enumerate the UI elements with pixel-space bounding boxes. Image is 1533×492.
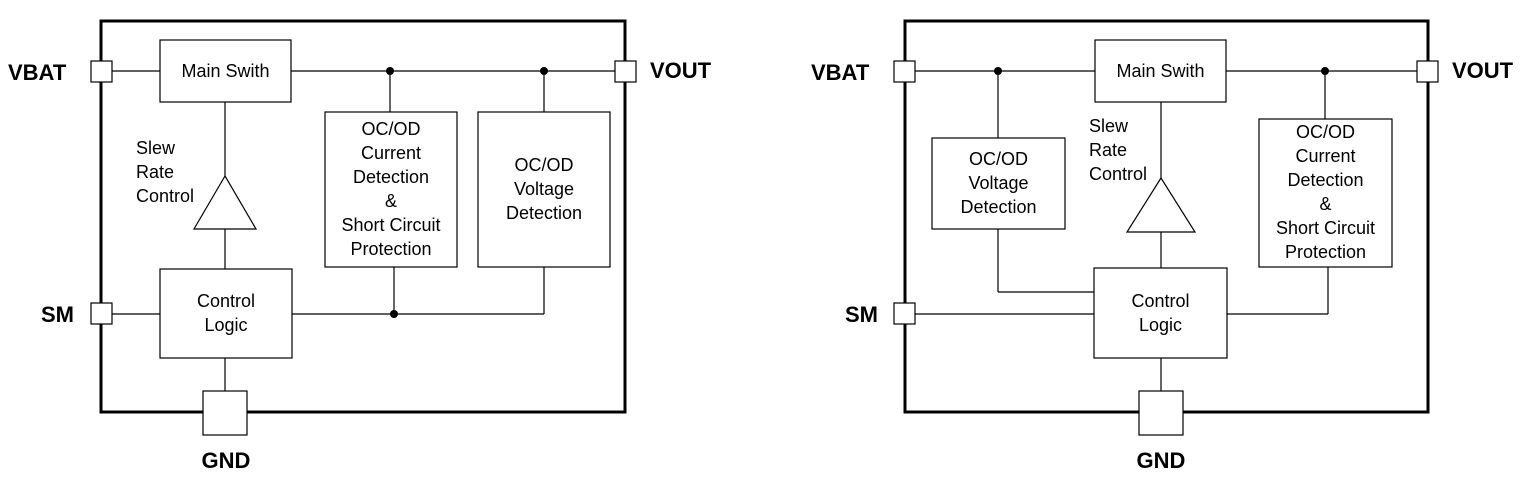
current-detection-label-2: Current bbox=[1295, 146, 1355, 166]
sm-pin bbox=[90, 302, 113, 325]
vbat-label: VBAT bbox=[811, 60, 870, 85]
junction-dot bbox=[390, 310, 398, 318]
wires bbox=[112, 70, 615, 391]
voltage-detection-label-2: Voltage bbox=[968, 173, 1028, 193]
voltage-detection-label-1: OC/OD bbox=[514, 155, 573, 175]
main-switch-label: Main Swith bbox=[181, 61, 269, 81]
gnd-pin bbox=[1138, 390, 1184, 436]
gnd-pin bbox=[202, 390, 248, 436]
control-logic-label-1: Control bbox=[197, 291, 255, 311]
chip-outline bbox=[99, 19, 627, 414]
slew-rate-control: Slew Rate Control bbox=[136, 138, 258, 230]
main-switch-label: Main Swith bbox=[1116, 61, 1204, 81]
sm-label: SM bbox=[845, 302, 878, 327]
current-detection-label-5: Short Circuit bbox=[341, 215, 440, 235]
current-detection-label-6: Protection bbox=[1285, 242, 1366, 262]
slew-rate-control: Slew Rate Control bbox=[1089, 116, 1197, 233]
current-detection-label-4: & bbox=[1319, 194, 1331, 214]
slew-label-2: Rate bbox=[1089, 140, 1127, 160]
diagram-left: Main Swith Slew Rate Control Control Log… bbox=[8, 19, 712, 473]
current-detection-label-4: & bbox=[385, 191, 397, 211]
control-logic-label-2: Logic bbox=[204, 315, 247, 335]
voltage-detection-label-3: Detection bbox=[506, 203, 582, 223]
slew-label-1: Slew bbox=[1089, 116, 1129, 136]
current-detection-block: OC/OD Current Detection & Short Circuit … bbox=[324, 111, 458, 268]
vout-pin bbox=[614, 60, 637, 83]
control-logic-block: Control Logic bbox=[1093, 267, 1228, 359]
voltage-detection-label-3: Detection bbox=[960, 197, 1036, 217]
voltage-detection-label-1: OC/OD bbox=[969, 149, 1028, 169]
slew-label-3: Control bbox=[1089, 164, 1147, 184]
control-logic-block: Control Logic bbox=[159, 268, 293, 359]
buffer-triangle-icon bbox=[192, 174, 258, 230]
vbat-pin bbox=[90, 60, 113, 83]
junction-dot bbox=[386, 67, 394, 75]
main-switch-block: Main Swith bbox=[159, 39, 292, 103]
vbat-label: VBAT bbox=[8, 60, 67, 85]
current-detection-label-2: Current bbox=[361, 143, 421, 163]
current-detection-label-6: Protection bbox=[350, 239, 431, 259]
current-detection-label-3: Detection bbox=[353, 167, 429, 187]
wires bbox=[915, 70, 1417, 391]
current-detection-label-5: Short Circuit bbox=[1276, 218, 1375, 238]
control-logic-label-2: Logic bbox=[1139, 315, 1182, 335]
gnd-label: GND bbox=[1137, 448, 1186, 473]
current-detection-block: OC/OD Current Detection & Short Circuit … bbox=[1258, 118, 1393, 268]
buffer-triangle-icon bbox=[1125, 176, 1197, 233]
current-detection-label-1: OC/OD bbox=[1296, 122, 1355, 142]
slew-label-3: Control bbox=[136, 186, 194, 206]
diagram-right: Main Swith OC/OD Voltage Detection Slew … bbox=[811, 19, 1514, 473]
gnd-label: GND bbox=[202, 448, 251, 473]
main-switch-block: Main Swith bbox=[1094, 39, 1227, 103]
junction-dot bbox=[994, 67, 1002, 75]
sm-pin bbox=[893, 302, 916, 325]
voltage-detection-block: OC/OD Voltage Detection bbox=[477, 111, 611, 268]
sm-label: SM bbox=[41, 302, 74, 327]
junction-dot bbox=[1321, 67, 1329, 75]
voltage-detection-block: OC/OD Voltage Detection bbox=[931, 137, 1066, 230]
vout-label: VOUT bbox=[1452, 58, 1514, 83]
vbat-pin bbox=[893, 60, 916, 83]
current-detection-label-1: OC/OD bbox=[361, 119, 420, 139]
vout-label: VOUT bbox=[650, 58, 712, 83]
voltage-detection-label-2: Voltage bbox=[514, 179, 574, 199]
control-logic-label-1: Control bbox=[1131, 291, 1189, 311]
slew-label-2: Rate bbox=[136, 162, 174, 182]
junction-dot bbox=[540, 67, 548, 75]
current-detection-label-3: Detection bbox=[1287, 170, 1363, 190]
slew-label-1: Slew bbox=[136, 138, 176, 158]
vout-pin bbox=[1416, 60, 1439, 83]
